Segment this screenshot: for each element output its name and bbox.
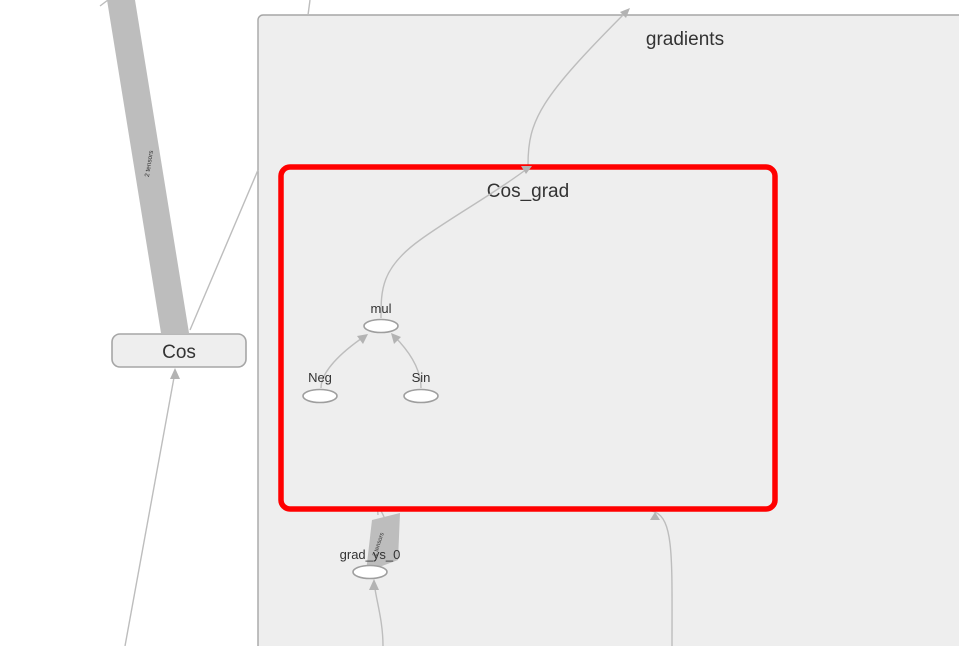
- cos-node[interactable]: Cos: [111, 333, 247, 368]
- cos-grad-edges: [320, 166, 532, 389]
- arrow-mul-output: [521, 166, 532, 174]
- edge-cos-grad-to-top: [527, 9, 629, 166]
- arrow-into-grad-ys: [369, 579, 379, 590]
- cos-grad-scope-label: Cos_grad: [487, 181, 569, 202]
- edge-top-left-stub: [99, 0, 109, 7]
- edge-cos-to-gradients-thin: [189, 169, 259, 331]
- thick-tensor-edge: [107, 0, 189, 333]
- cos-node-label: Cos: [162, 342, 196, 363]
- neg-node[interactable]: Neg: [302, 370, 338, 404]
- thick-edge-grad-ys: [366, 513, 400, 572]
- edge-label-cos-tensors: 2 tensors: [144, 149, 155, 177]
- edge-cos-thick: 2 tensors: [107, 0, 189, 333]
- internal-edges: 2 tensors: [315, 8, 673, 646]
- gradients-scope-label: gradients: [646, 29, 724, 50]
- cos-grad-scope[interactable]: Cos_grad: [278, 164, 778, 512]
- edge-input-to-cos: [124, 371, 176, 646]
- arrow-top: [620, 8, 630, 18]
- arrow-into-cos: [170, 368, 180, 379]
- external-edges: [99, 0, 311, 646]
- sin-node[interactable]: Sin: [403, 370, 439, 404]
- arrow-into-cos-grad-right: [650, 512, 660, 520]
- arrow-neg-to-mul: [357, 334, 368, 344]
- neg-node-label: Neg: [308, 370, 332, 385]
- mul-node-label: mul: [371, 301, 392, 316]
- sin-node-label: Sin: [412, 370, 431, 385]
- mul-node[interactable]: mul: [363, 301, 399, 334]
- grad-ys-node[interactable]: grad_ys_0: [340, 547, 401, 580]
- edge-top-stub: [307, 0, 311, 16]
- edge-mul-to-output: [380, 167, 529, 319]
- grad-ys-node-label: grad_ys_0: [340, 547, 401, 562]
- edge-neg-to-mul: [320, 335, 366, 389]
- arrow-sin-to-mul: [391, 333, 401, 344]
